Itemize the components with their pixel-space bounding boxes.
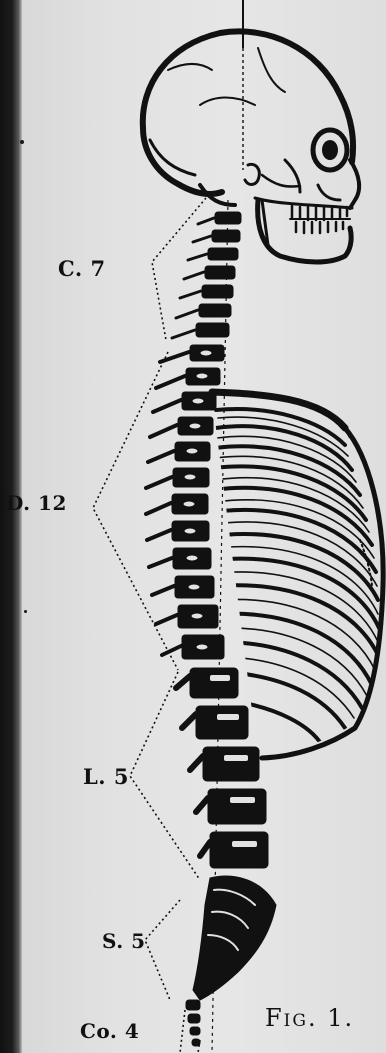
label-cervical: C. 7 [58,256,106,281]
scan-speck [20,140,24,144]
cervical-vertebrae [196,212,241,337]
label-sacral: S. 5 [102,929,146,953]
lumbar-guide [130,672,200,880]
label-dorsal: D. 12 [6,491,67,515]
sacrum [193,876,276,1000]
dorsal-guide [93,352,178,670]
coccyx [186,1000,200,1046]
sacral-guide [145,900,180,1000]
skull [143,31,359,262]
label-lumbar: L. 5 [83,764,129,789]
lumbar-vertebrae [176,668,268,868]
scan-speck [24,610,27,613]
cervical-guide [152,198,206,340]
figure-caption: Fig. 1. [265,1004,354,1032]
rib-cage [212,392,383,758]
label-coccygeal: Co. 4 [80,1019,139,1043]
